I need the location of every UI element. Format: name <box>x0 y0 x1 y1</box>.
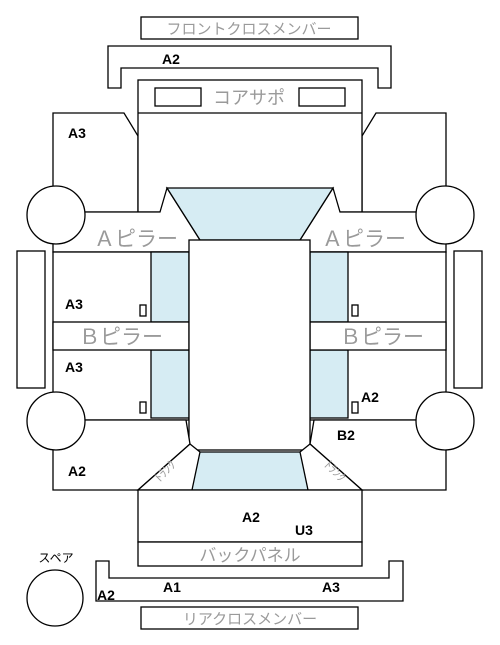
rear-bracket <box>95 560 404 602</box>
back-panel <box>137 541 363 567</box>
grade-right-rear: B2 <box>337 427 355 443</box>
right-front-door-handle <box>351 304 359 317</box>
rear-cross-member-box <box>140 606 359 630</box>
left-rear-door-handle <box>139 401 147 414</box>
rear-left-tire <box>26 391 86 451</box>
grade-spare: A2 <box>97 587 115 603</box>
spare-tire <box>26 569 84 627</box>
grade-rear-left: A1 <box>163 579 181 595</box>
rear-cross-member-label: リアクロスメンバー <box>183 610 317 628</box>
right-rear-door-handle <box>351 401 359 414</box>
rear-right-tire <box>415 391 475 451</box>
grade-trunk-floor-2: U3 <box>295 522 313 538</box>
left-a-pillar-label: Ａピラー <box>94 227 178 251</box>
core-support-label: コアサポ <box>213 88 285 109</box>
right-front-window <box>309 251 349 323</box>
grade-trunk-floor: A2 <box>242 509 260 525</box>
front-left-tire <box>26 185 86 245</box>
trunk-floor <box>137 489 363 543</box>
right-side-sill <box>453 250 483 389</box>
grade-front-left: A3 <box>68 125 86 141</box>
front-bracket <box>107 45 392 89</box>
front-cross-member-label: フロントクロスメンバー <box>166 20 331 38</box>
right-headlight <box>298 87 346 107</box>
right-a-pillar-label: Ａピラー <box>322 227 406 251</box>
left-b-pillar-label: Ｂピラー <box>79 325 163 349</box>
grade-right-rear-sill: A2 <box>361 389 379 405</box>
grade-front-cross-member: A2 <box>162 51 180 67</box>
left-front-door-handle <box>139 304 147 317</box>
grade-rear-right: A3 <box>322 579 340 595</box>
front-right-tire <box>415 185 475 245</box>
grade-left-lower-sill: A3 <box>65 359 83 375</box>
right-rear-window <box>309 349 349 419</box>
front-cross-member-box <box>140 16 359 40</box>
roof <box>188 239 311 451</box>
left-b-pillar-band <box>52 321 190 351</box>
grade-left-upper-sill: A3 <box>65 296 83 312</box>
left-headlight <box>154 87 202 107</box>
rear-window <box>189 451 311 491</box>
right-b-pillar-label: Ｂピラー <box>340 325 424 349</box>
back-panel-label: バックパネル <box>199 546 300 566</box>
left-front-window <box>150 251 190 323</box>
left-rear-window <box>150 349 190 419</box>
spare-label: スペア <box>38 551 73 565</box>
grade-left-rear: A2 <box>68 463 86 479</box>
left-side-sill <box>16 250 46 389</box>
